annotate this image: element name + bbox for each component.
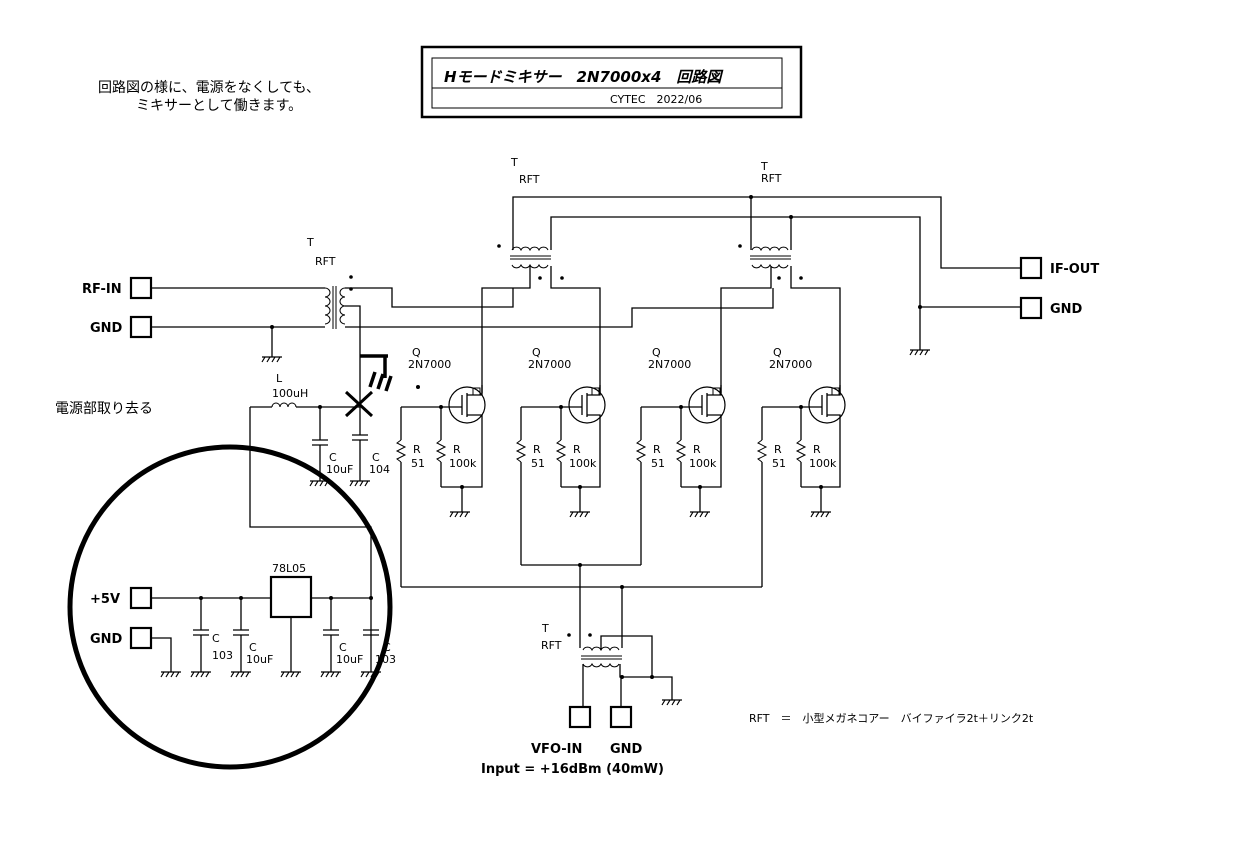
- svg-text:100k: 100k: [569, 457, 597, 470]
- gnd-vfo-label: GND: [610, 742, 643, 757]
- power-supply: 78L05 C 103 C 10uF C 10uF C 103: [67, 444, 396, 770]
- svg-text:2N7000: 2N7000: [769, 358, 812, 371]
- svg-text:100k: 100k: [809, 457, 837, 470]
- svg-text:R: R: [573, 443, 581, 456]
- svg-text:10uF: 10uF: [326, 463, 353, 476]
- svg-text:T: T: [760, 160, 768, 173]
- input-note: Input = +16dBm (40mW): [481, 762, 664, 777]
- svg-text:Q: Q: [652, 346, 661, 359]
- svg-text:51: 51: [651, 457, 665, 470]
- if-out-label: IF-OUT: [1050, 262, 1099, 277]
- svg-text:2N7000: 2N7000: [648, 358, 691, 371]
- svg-text:L: L: [276, 372, 283, 385]
- svg-text:C: C: [339, 641, 347, 654]
- svg-text:T: T: [541, 622, 549, 635]
- svg-text:C: C: [212, 632, 220, 645]
- removal-circle: [67, 444, 393, 770]
- mosfet-q4: Q 2N7000 R 51 R 100k: [756, 346, 846, 587]
- mosfet-q3: Q 2N7000 R 51 R 100k: [635, 346, 726, 565]
- svg-text:RFT: RFT: [315, 255, 336, 268]
- svg-text:T: T: [306, 236, 314, 249]
- mosfet-q2: Q 2N7000 R 51 R 100k: [515, 346, 606, 565]
- svg-text:51: 51: [411, 457, 425, 470]
- svg-text:C: C: [329, 451, 337, 464]
- vfo-in-label: VFO-IN: [531, 742, 582, 757]
- svg-text:R: R: [653, 443, 661, 456]
- input-transformer: T RFT: [151, 236, 774, 435]
- svg-text:RFT: RFT: [541, 639, 562, 652]
- gnd-pwr-label: GND: [90, 632, 123, 647]
- vfo-network: T RFT: [401, 563, 762, 707]
- ift-transformers: T RFT T RFT: [481, 156, 1021, 393]
- svg-text:RFT: RFT: [519, 173, 540, 186]
- svg-text:103: 103: [375, 653, 396, 666]
- title-block: Hモードミキサー 2N7000x4 回路図 CYTEC 2022/06: [420, 45, 803, 119]
- svg-text:R: R: [453, 443, 461, 456]
- svg-text:C: C: [372, 451, 380, 464]
- svg-text:Q: Q: [773, 346, 782, 359]
- svg-text:Q: Q: [532, 346, 541, 359]
- gnd-in-label: GND: [90, 321, 123, 336]
- p5v-terminal[interactable]: [129, 586, 153, 610]
- svg-text:103: 103: [212, 649, 233, 662]
- rf-in-label: RF-IN: [82, 282, 122, 297]
- rft-note: RFT ＝ 小型メガネコアー バイファイラ2t＋リンク2t: [749, 711, 1034, 725]
- gnd-out-label: GND: [1050, 302, 1083, 317]
- svg-text:R: R: [413, 443, 421, 456]
- diagram-title: Hモードミキサー 2N7000x4 回路図: [444, 68, 724, 86]
- svg-text:R: R: [813, 443, 821, 456]
- svg-text:C: C: [383, 641, 391, 654]
- regulator-label: 78L05: [272, 562, 306, 575]
- svg-text:RFT: RFT: [761, 172, 782, 185]
- note-remove-power: 電源部取り去る: [55, 401, 153, 417]
- svg-text:10uF: 10uF: [336, 653, 363, 666]
- terminals: RF-IN GND IF-OUT GND VFO-IN GND +5V GND: [82, 256, 1099, 757]
- lc-network: L 100uH C 10uF C 104: [249, 354, 420, 672]
- svg-text:100k: 100k: [689, 457, 717, 470]
- note-line-2: ミキサーとして働きます。: [136, 98, 302, 114]
- gnd-pwr-terminal[interactable]: [129, 626, 153, 650]
- note-line-1: 回路図の様に、電源をなくしても、: [98, 80, 320, 96]
- svg-text:T: T: [510, 156, 518, 169]
- svg-text:10uF: 10uF: [246, 653, 273, 666]
- svg-text:104: 104: [369, 463, 390, 476]
- svg-text:R: R: [693, 443, 701, 456]
- diagram-subtitle: CYTEC 2022/06: [610, 93, 702, 106]
- if-out-terminal[interactable]: [1019, 256, 1043, 280]
- vfo-in-terminal[interactable]: [568, 705, 592, 729]
- svg-text:C: C: [249, 641, 257, 654]
- svg-text:100uH: 100uH: [272, 387, 308, 400]
- svg-text:R: R: [774, 443, 782, 456]
- svg-text:2N7000: 2N7000: [408, 358, 451, 371]
- p5v-label: +5V: [90, 592, 120, 607]
- gnd-vfo-terminal[interactable]: [609, 705, 633, 729]
- rf-in-terminal[interactable]: [129, 276, 153, 300]
- svg-text:R: R: [533, 443, 541, 456]
- mosfet-q1: Q 2N7000 R 51 R 100k: [395, 346, 486, 587]
- gnd-out-terminal[interactable]: [1019, 296, 1043, 320]
- svg-text:51: 51: [531, 457, 545, 470]
- svg-text:100k: 100k: [449, 457, 477, 470]
- gnd-in-terminal[interactable]: [129, 315, 153, 339]
- svg-text:Q: Q: [412, 346, 421, 359]
- svg-text:51: 51: [772, 457, 786, 470]
- svg-text:2N7000: 2N7000: [528, 358, 571, 371]
